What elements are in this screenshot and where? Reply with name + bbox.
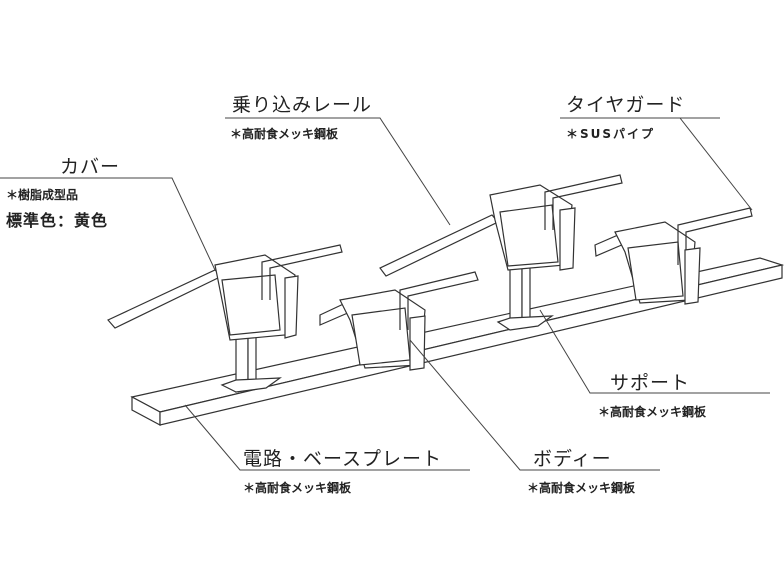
body-label: ボディー ＊高耐食メッキ鋼板 — [527, 444, 635, 496]
support-label: サポート ＊高耐食メッキ鋼板 — [598, 368, 706, 420]
leader-lines — [0, 117, 770, 471]
rail-spec: ＊高耐食メッキ鋼板 — [230, 127, 339, 141]
base-plate-name: 電路・ベースプレート — [243, 448, 443, 470]
cover-spec: ＊樹脂成型品 — [6, 188, 79, 202]
body-name: ボディー — [533, 448, 612, 470]
tire-guard-spec: ＊SUSパイプ — [566, 127, 656, 141]
unit-2 — [319, 271, 479, 371]
base-plate — [130, 257, 784, 427]
rail-name: 乗り込みレール — [232, 94, 373, 116]
unit-3 — [379, 174, 623, 331]
cover-label-name: カバー — [60, 152, 120, 179]
rail-label: 乗り込みレール ＊高耐食メッキ鋼板 — [230, 90, 373, 142]
tire-guard-label: タイヤガード ＊SUSパイプ — [566, 90, 685, 142]
cover-color: 標準色：黄色 — [6, 211, 109, 230]
unit-1 — [107, 244, 343, 393]
tire-guard-name: タイヤガード — [566, 94, 686, 116]
support-name: サポート — [610, 372, 691, 394]
unit-4 — [594, 207, 753, 305]
cover-name: カバー — [60, 156, 121, 178]
body-spec: ＊高耐食メッキ鋼板 — [527, 481, 636, 495]
support-spec: ＊高耐食メッキ鋼板 — [598, 405, 707, 419]
cover-label-spec: ＊樹脂成型品 標準色：黄色 — [6, 186, 108, 231]
base-plate-label: 電路・ベースプレート ＊高耐食メッキ鋼板 — [243, 444, 442, 496]
base-plate-spec: ＊高耐食メッキ鋼板 — [243, 481, 352, 495]
